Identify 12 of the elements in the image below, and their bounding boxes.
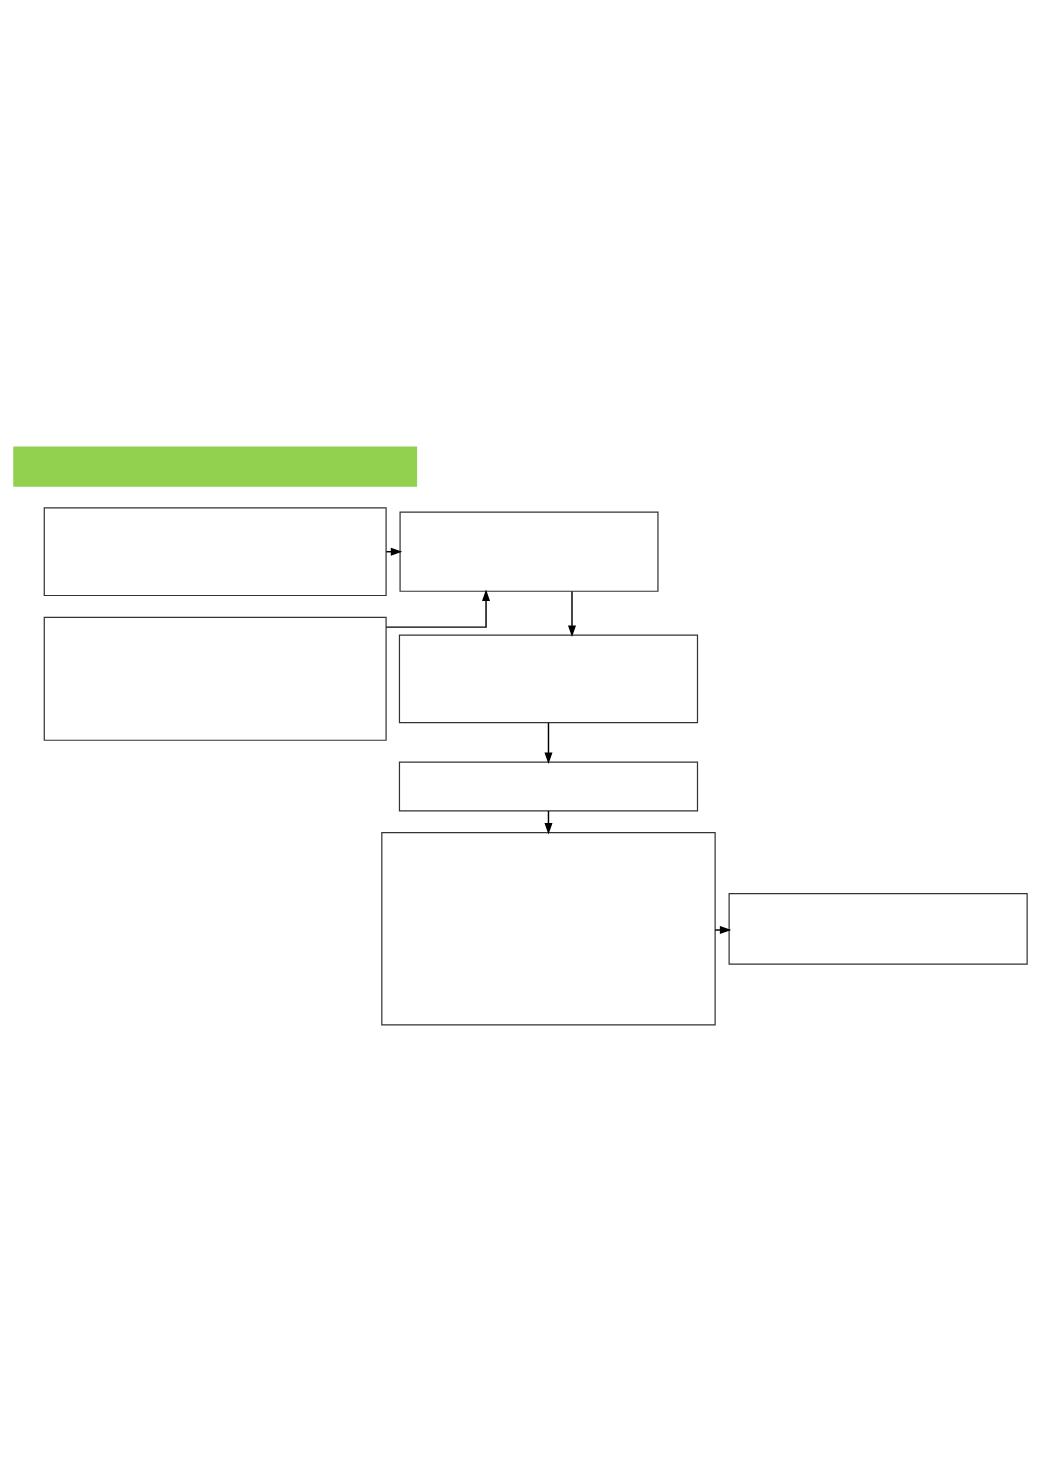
node-box xyxy=(398,511,659,592)
node-box xyxy=(380,831,716,1025)
arrow xyxy=(385,588,490,628)
arrow xyxy=(714,925,731,934)
node-box xyxy=(43,506,387,596)
node-bar xyxy=(12,446,417,487)
arrow xyxy=(567,590,576,637)
node-box xyxy=(398,633,698,723)
node-box xyxy=(728,892,1028,965)
node-box xyxy=(398,761,698,811)
arrow xyxy=(543,721,552,764)
node-box xyxy=(43,616,387,741)
